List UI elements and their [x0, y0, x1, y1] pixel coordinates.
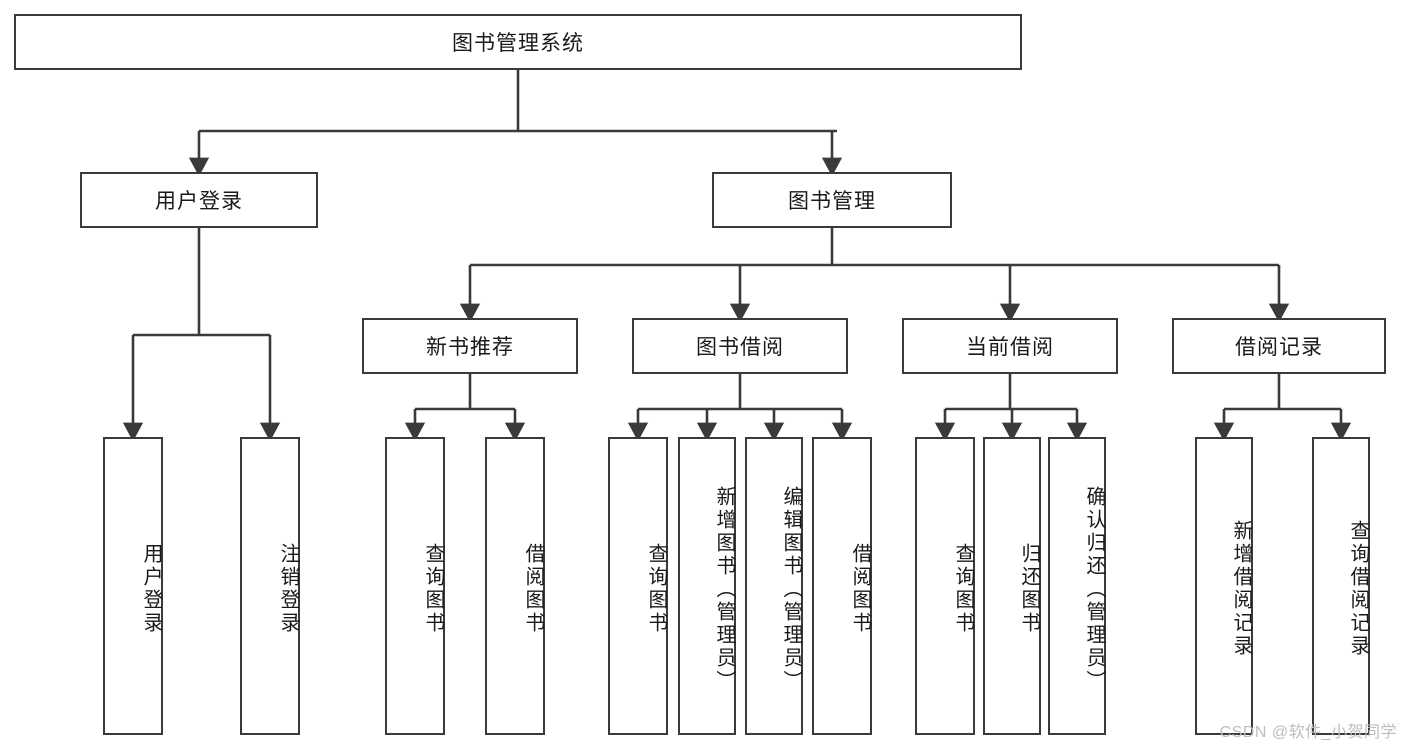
node-root[interactable]: 图书管理系统 — [14, 14, 1022, 70]
leaf-node-label: 用户登录 — [140, 543, 162, 635]
node-user-login-label: 用户登录 — [155, 190, 243, 213]
leaf-node[interactable]: 编辑图书（管理员） — [745, 437, 803, 735]
leaf-node[interactable]: 新增借阅记录 — [1195, 437, 1253, 735]
leaf-node-label: 查询图书 — [422, 543, 444, 635]
leaf-node[interactable]: 注销登录 — [240, 437, 300, 735]
leaf-node[interactable]: 查询借阅记录 — [1312, 437, 1370, 735]
leaf-node-label: 查询图书 — [952, 543, 974, 635]
node-book-management[interactable]: 图书管理 — [712, 172, 952, 228]
leaf-node[interactable]: 借阅图书 — [485, 437, 545, 735]
node-new-book-recommend-label: 新书推荐 — [426, 336, 514, 359]
leaf-node-label: 借阅图书 — [522, 543, 544, 635]
leaf-node[interactable]: 查询图书 — [915, 437, 975, 735]
leaf-node[interactable]: 用户登录 — [103, 437, 163, 735]
node-book-management-label: 图书管理 — [788, 190, 876, 213]
leaf-node[interactable]: 借阅图书 — [812, 437, 872, 735]
leaf-node[interactable]: 新增图书（管理员） — [678, 437, 736, 735]
node-book-borrow-label: 图书借阅 — [696, 336, 784, 359]
leaf-node-label: 编辑图书（管理员） — [780, 485, 802, 693]
leaf-node-label: 归还图书 — [1018, 543, 1040, 635]
leaf-node-label: 新增图书（管理员） — [713, 485, 735, 693]
node-borrow-record-label: 借阅记录 — [1235, 336, 1323, 359]
leaf-node-label: 借阅图书 — [849, 543, 871, 635]
leaf-node[interactable]: 查询图书 — [385, 437, 445, 735]
node-borrow-record[interactable]: 借阅记录 — [1172, 318, 1386, 374]
leaf-node-label: 确认归还（管理员） — [1083, 485, 1105, 693]
node-user-login[interactable]: 用户登录 — [80, 172, 318, 228]
leaf-node-label: 新增借阅记录 — [1230, 520, 1252, 658]
watermark-text: CSDN @软件_小贺同学 — [1219, 724, 1397, 741]
node-current-borrow-label: 当前借阅 — [966, 336, 1054, 359]
leaf-node[interactable]: 确认归还（管理员） — [1048, 437, 1106, 735]
leaf-node-label: 查询图书 — [645, 543, 667, 635]
leaf-node[interactable]: 归还图书 — [983, 437, 1041, 735]
leaf-node[interactable]: 查询图书 — [608, 437, 668, 735]
leaf-node-label: 注销登录 — [277, 543, 299, 635]
node-book-borrow[interactable]: 图书借阅 — [632, 318, 848, 374]
leaf-node-label: 查询借阅记录 — [1347, 520, 1369, 658]
node-current-borrow[interactable]: 当前借阅 — [902, 318, 1118, 374]
node-root-label: 图书管理系统 — [452, 32, 584, 55]
node-new-book-recommend[interactable]: 新书推荐 — [362, 318, 578, 374]
